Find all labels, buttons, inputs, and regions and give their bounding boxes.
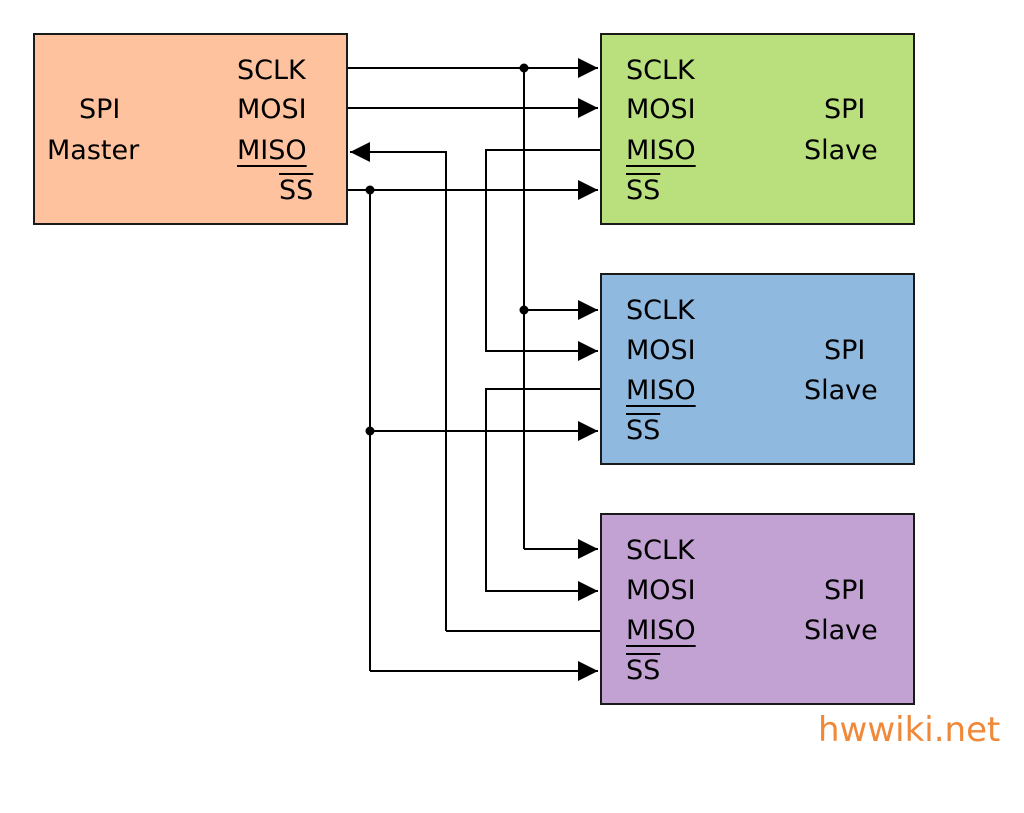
master-pin-miso: MISO xyxy=(237,135,307,166)
junction-sclk-top xyxy=(519,63,529,73)
slave-1-title-line1: SPI xyxy=(824,94,866,125)
wire-miso-return xyxy=(350,142,447,631)
slave-1-pin-miso: MISO xyxy=(626,135,696,166)
slave-3-pin-mosi: MOSI xyxy=(626,575,696,606)
master-pin-mosi: MOSI xyxy=(237,94,307,125)
slave-3-pin-sclk: SCLK xyxy=(626,535,695,566)
master-pin-ss: SS xyxy=(279,175,314,206)
slave-2-pin-mosi: MOSI xyxy=(626,335,696,366)
watermark-text: hwwiki.net xyxy=(818,710,1001,750)
wire-chain-slave1-to-slave2 xyxy=(485,149,600,361)
slave-1-pin-mosi: MOSI xyxy=(626,94,696,125)
slave-2-pin-ss: SS xyxy=(626,415,661,446)
master-title-line2: Master xyxy=(47,135,140,166)
slave-3-title-line2: Slave xyxy=(804,615,878,646)
slave-3-title-line1: SPI xyxy=(824,575,866,606)
junction-ss-slave-2 xyxy=(365,426,375,436)
spi-slave-2-box xyxy=(600,273,915,465)
slave-3-pin-miso: MISO xyxy=(626,615,696,646)
slave-1-title-line2: Slave xyxy=(804,135,878,166)
slave-1-pin-ss: SS xyxy=(626,175,661,206)
slave-2-pin-miso: MISO xyxy=(626,375,696,406)
spi-slave-1-box xyxy=(600,33,915,225)
master-pin-sclk: SCLK xyxy=(237,55,306,86)
slave-2-title-line2: Slave xyxy=(804,375,878,406)
wire-chain-slave2-to-slave3 xyxy=(485,388,600,601)
junction-ss-top xyxy=(365,185,375,195)
slave-1-pin-sclk: SCLK xyxy=(626,55,695,86)
slave-2-pin-sclk: SCLK xyxy=(626,295,695,326)
spi-master-box xyxy=(33,33,348,225)
slave-3-pin-ss: SS xyxy=(626,655,661,686)
junction-sclk-slave-2 xyxy=(519,305,529,315)
spi-slave-3-box xyxy=(600,513,915,705)
slave-2-title-line1: SPI xyxy=(824,335,866,366)
master-title-line1: SPI xyxy=(79,94,121,125)
